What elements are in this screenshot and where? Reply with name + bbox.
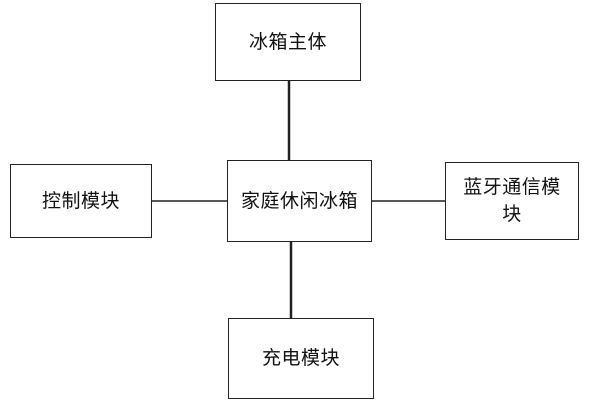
control-module-label: 控制模块	[41, 189, 120, 212]
home-leisure-fridge-label: 家庭休闲冰箱	[240, 189, 358, 212]
fridge-body-box: 冰箱主体	[215, 3, 361, 81]
charging-module-box: 充电模块	[228, 318, 374, 399]
fridge-body-label: 冰箱主体	[248, 30, 327, 53]
charging-module-label: 充电模块	[261, 347, 340, 369]
bluetooth-module-label: 蓝牙通信模块	[463, 176, 561, 225]
home-leisure-fridge-box: 家庭休闲冰箱	[227, 160, 372, 242]
control-module-box: 控制模块	[10, 164, 152, 238]
bluetooth-module-box: 蓝牙通信模块	[445, 162, 579, 240]
